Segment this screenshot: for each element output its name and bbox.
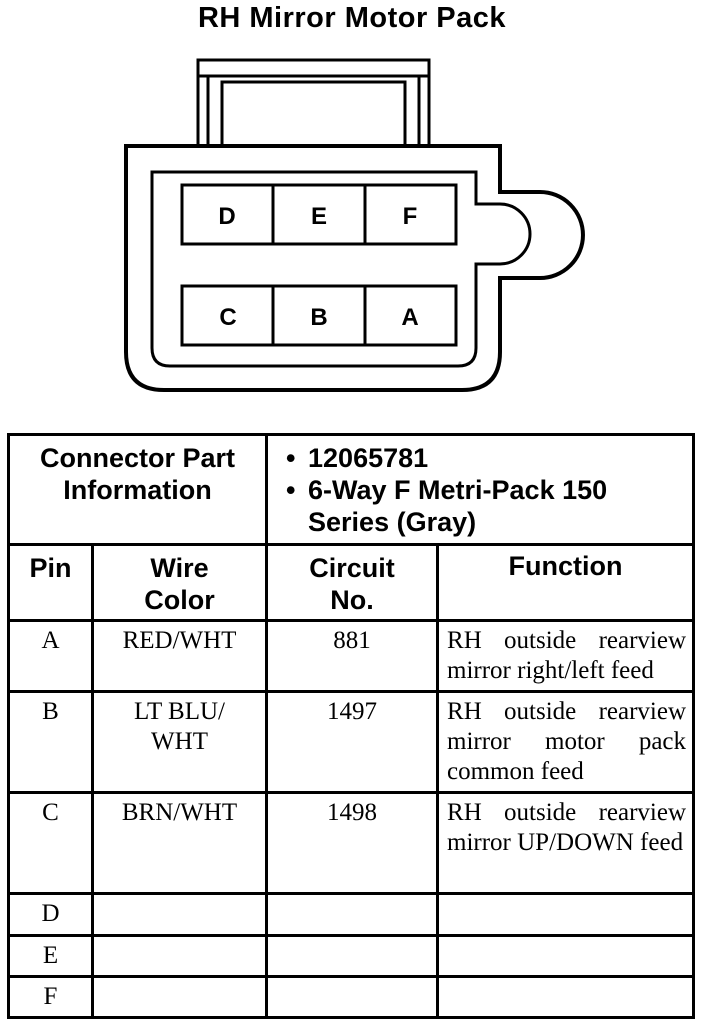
col-header-wire-color: Wire Color (90, 543, 269, 622)
wire-color-cell (90, 934, 269, 978)
table-row: A RED/WHT 881 RH outside rearview mirror… (7, 619, 696, 693)
wire-color-cell: BRN/WHT (90, 791, 269, 895)
pin-label-a: A (401, 304, 418, 331)
table-row: C BRN/WHT 1498 RH outside rearview mirro… (7, 791, 696, 895)
function-text: RH outside rearview mirror UP/DOWN feed (447, 799, 687, 856)
table-row: E (7, 934, 696, 978)
circuit-cell: 1498 (265, 791, 440, 895)
wire-color-cell: LT BLU/ WHT (90, 690, 269, 794)
connector-latch (196, 58, 431, 150)
pin-cell: A (7, 619, 94, 693)
function-text: RH outside rearview mirror right/left fe… (447, 627, 687, 684)
pin-block-top (180, 183, 458, 246)
circuit-cell (265, 975, 440, 1019)
pin-label-f: F (403, 203, 418, 230)
col-header-circuit: Circuit No. (265, 543, 440, 622)
pin-table: Connector Part Information 12065781 6-Wa… (6, 433, 696, 1019)
pin-cell: D (7, 892, 94, 937)
table-row: F (7, 975, 696, 1019)
pin-label-d: D (218, 203, 235, 230)
col-header-pin: Pin (7, 543, 94, 622)
connector-diagram: D E F C B A (124, 58, 585, 392)
function-cell: RH outside rearview mirror UP/DOWN feed (436, 791, 696, 895)
connector-description: 6-Way F Metri-Pack 150 Series (Gray) (286, 474, 692, 538)
wire-color-cell: RED/WHT (90, 619, 269, 693)
circuit-cell (265, 892, 440, 937)
wire-color-cell (90, 975, 269, 1019)
circuit-cell: 1497 (265, 690, 440, 794)
pin-label-b: B (310, 304, 327, 331)
function-cell (436, 934, 696, 978)
pin-cell: E (7, 934, 94, 978)
part-info-values: 12065781 6-Way F Metri-Pack 150 Series (… (265, 433, 696, 546)
table-row: D (7, 892, 696, 937)
part-info-row: Connector Part Information 12065781 6-Wa… (6, 433, 696, 546)
pin-cell: C (7, 791, 94, 895)
pin-label-c: C (219, 304, 236, 331)
function-cell (436, 892, 696, 937)
col-header-function: Function (436, 543, 696, 622)
part-number: 12065781 (286, 442, 692, 474)
function-cell: RH outside rearview mirror right/left fe… (436, 619, 696, 693)
header-row: Pin Wire Color Circuit No. Function (7, 543, 696, 622)
circuit-cell: 881 (265, 619, 440, 693)
pin-cell: F (7, 975, 94, 1019)
diagram-title: RH Mirror Motor Pack (197, 2, 507, 34)
pin-label-e: E (311, 203, 327, 230)
part-info-label: Connector Part Information (6, 433, 269, 546)
pin-cell: B (7, 690, 94, 794)
function-text: RH outside rearview mirror motor pack co… (447, 698, 687, 785)
circuit-cell (265, 934, 440, 978)
wire-color-cell (90, 892, 269, 937)
function-cell (436, 975, 696, 1019)
function-cell: RH outside rearview mirror motor pack co… (436, 690, 696, 794)
table-row: B LT BLU/ WHT 1497 RH outside rearview m… (7, 690, 696, 794)
pin-block-bottom (180, 284, 458, 347)
